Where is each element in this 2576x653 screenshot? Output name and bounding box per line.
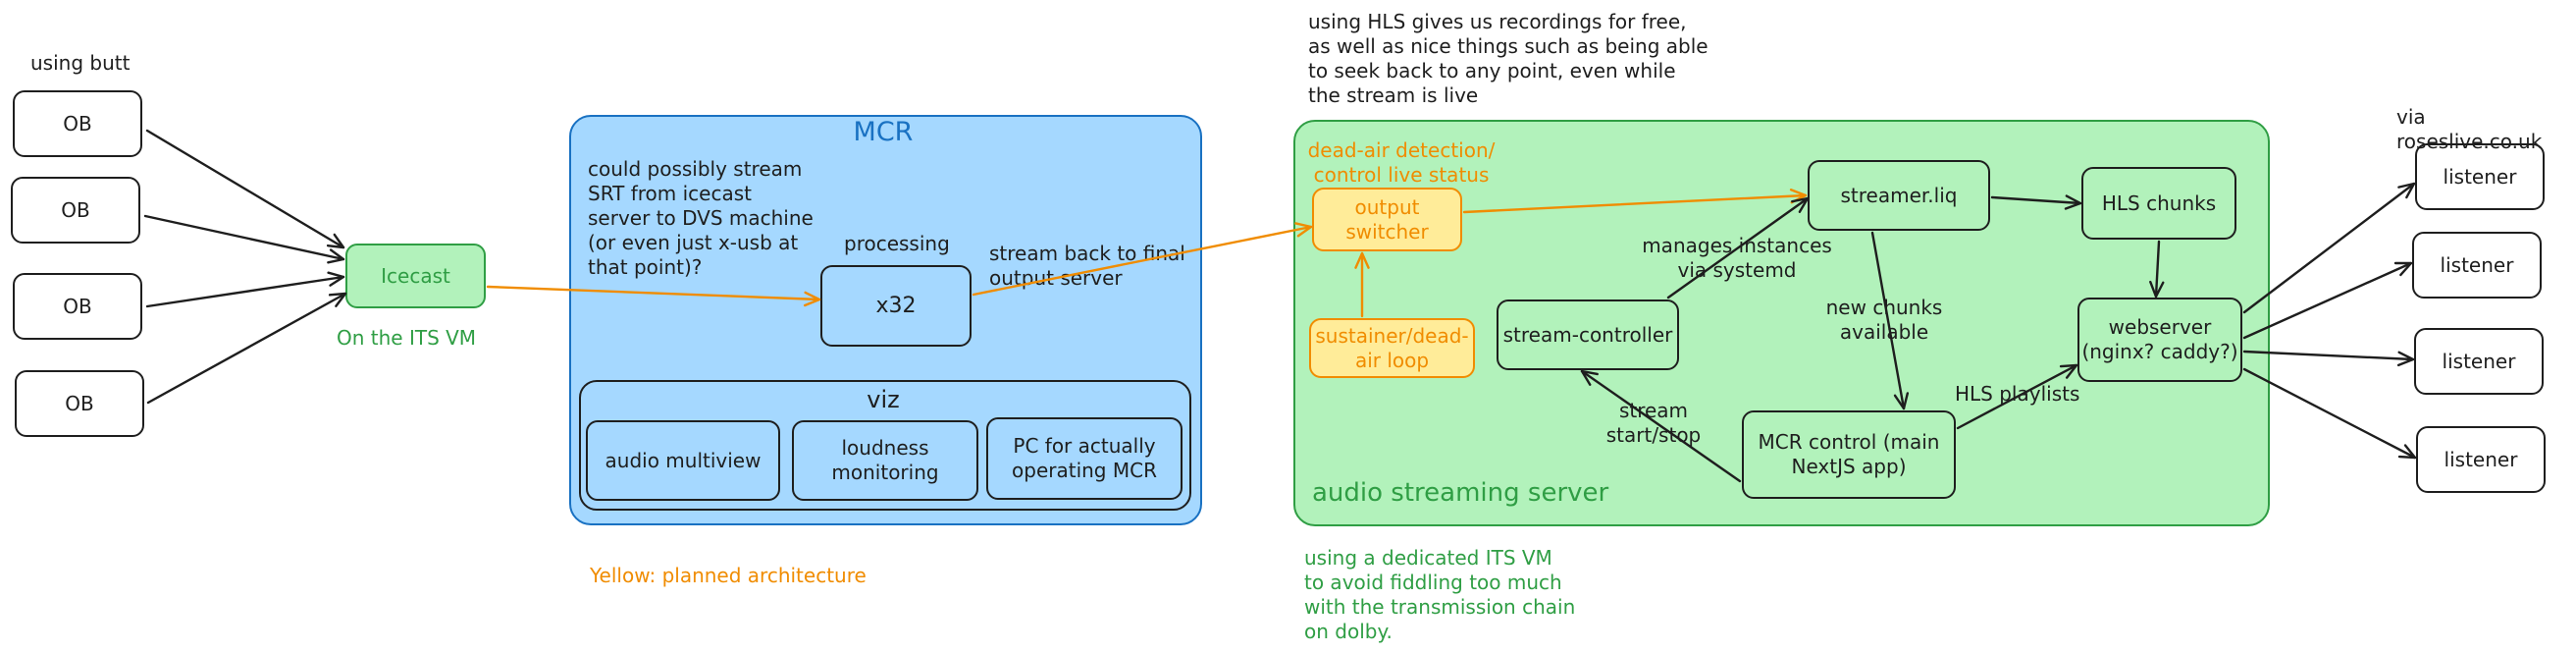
loudness-monitoring-box[interactable]: loudness monitoring: [792, 420, 978, 501]
new-chunks-label: new chunks available: [1825, 296, 1943, 344]
arrow-ob1-icecast: [145, 129, 345, 249]
stream-back-label: stream back to final output server: [989, 242, 1185, 290]
ob-box-4[interactable]: OB: [15, 370, 144, 437]
listener-box-1[interactable]: listener: [2415, 143, 2545, 210]
mcr-control-box[interactable]: MCR control (main NextJS app): [1742, 410, 1956, 499]
arrow-ob2-icecast: [143, 214, 345, 264]
arrow-ob3-icecast: [145, 271, 345, 308]
arrow-webserver-listener-4: [2242, 367, 2417, 460]
sustainer-loop-box[interactable]: sustainer/dead- air loop: [1309, 318, 1475, 378]
listener-box-3[interactable]: listener: [2414, 328, 2544, 395]
stream-start-stop-label: stream start/stop: [1605, 399, 1702, 447]
srt-note: could possibly stream SRT from icecast s…: [588, 157, 814, 279]
x32-box[interactable]: x32: [820, 265, 972, 347]
ob-box-1[interactable]: OB: [13, 90, 142, 157]
dead-air-label: dead-air detection/ control live status: [1307, 138, 1496, 187]
icecast-box[interactable]: Icecast: [345, 244, 486, 308]
mcr-title: MCR: [853, 117, 914, 147]
using-butt-label: using butt: [30, 51, 131, 75]
arrow-ob4-icecast: [146, 292, 347, 405]
hls-chunks-box[interactable]: HLS chunks: [2081, 167, 2236, 240]
listener-box-2[interactable]: listener: [2412, 232, 2542, 299]
processing-label: processing: [844, 232, 950, 255]
viz-region: [579, 380, 1191, 511]
on-its-vm-label: On the ITS VM: [337, 326, 477, 350]
streamer-liq-box[interactable]: streamer.liq: [1808, 160, 1990, 231]
hls-note: using HLS gives us recordings for free, …: [1308, 10, 1709, 107]
hls-playlists-label: HLS playlists: [1955, 382, 2080, 406]
ob-box-3[interactable]: OB: [13, 273, 142, 340]
viz-title: viz: [867, 386, 900, 413]
webserver-box[interactable]: webserver (nginx? caddy?): [2077, 298, 2242, 382]
dedicated-vm-note: using a dedicated ITS VM to avoid fiddli…: [1304, 546, 1576, 643]
audio-multiview-box[interactable]: audio multiview: [586, 420, 780, 501]
audio-streaming-server-title: audio streaming server: [1312, 478, 1609, 508]
listener-box-4[interactable]: listener: [2416, 426, 2546, 493]
stream-controller-box[interactable]: stream-controller: [1497, 299, 1679, 370]
via-roseslive-label: via roseslive.co.uk: [2396, 105, 2543, 153]
manages-instances-label: manages instances via systemd: [1642, 234, 1832, 282]
yellow-legend: Yellow: planned architecture: [590, 564, 867, 587]
mcr-region: [569, 115, 1202, 525]
output-switcher-box[interactable]: output switcher: [1312, 188, 1462, 251]
pc-operating-mcr-box[interactable]: PC for actually operating MCR: [986, 417, 1183, 500]
ob-box-2[interactable]: OB: [11, 177, 140, 244]
